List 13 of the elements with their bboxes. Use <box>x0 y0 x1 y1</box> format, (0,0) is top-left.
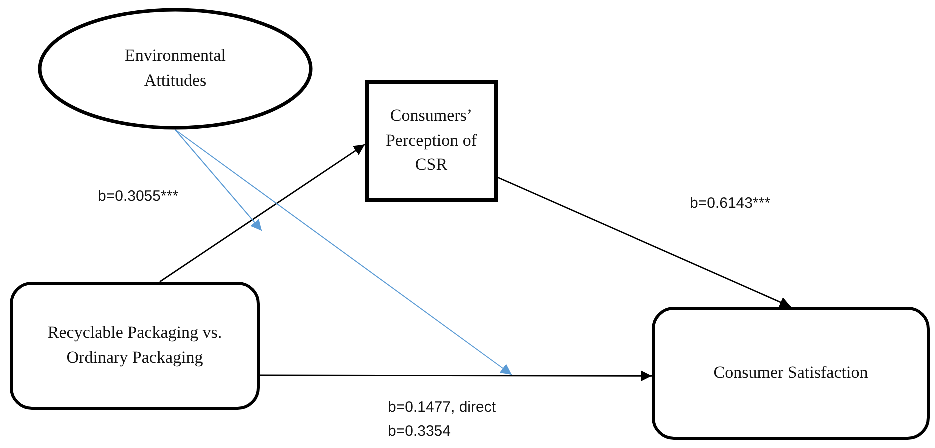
ellipse-node <box>38 8 313 130</box>
node-label: Consumers’ Perception of CSR <box>384 105 478 176</box>
rounded-box <box>10 282 260 410</box>
arrow <box>160 144 366 283</box>
arrow <box>498 176 792 308</box>
node-label: Recyclable Packaging vs. Ordinary Packaging <box>48 322 222 369</box>
node-label: Environmental Attitudes <box>124 45 228 92</box>
rounded-box <box>652 307 930 440</box>
moderation-arrow <box>175 130 512 376</box>
node-label: Consumer Satisfaction <box>712 362 870 384</box>
process-box <box>365 80 498 202</box>
moderation-arrow <box>175 130 262 232</box>
arrow <box>260 370 652 382</box>
